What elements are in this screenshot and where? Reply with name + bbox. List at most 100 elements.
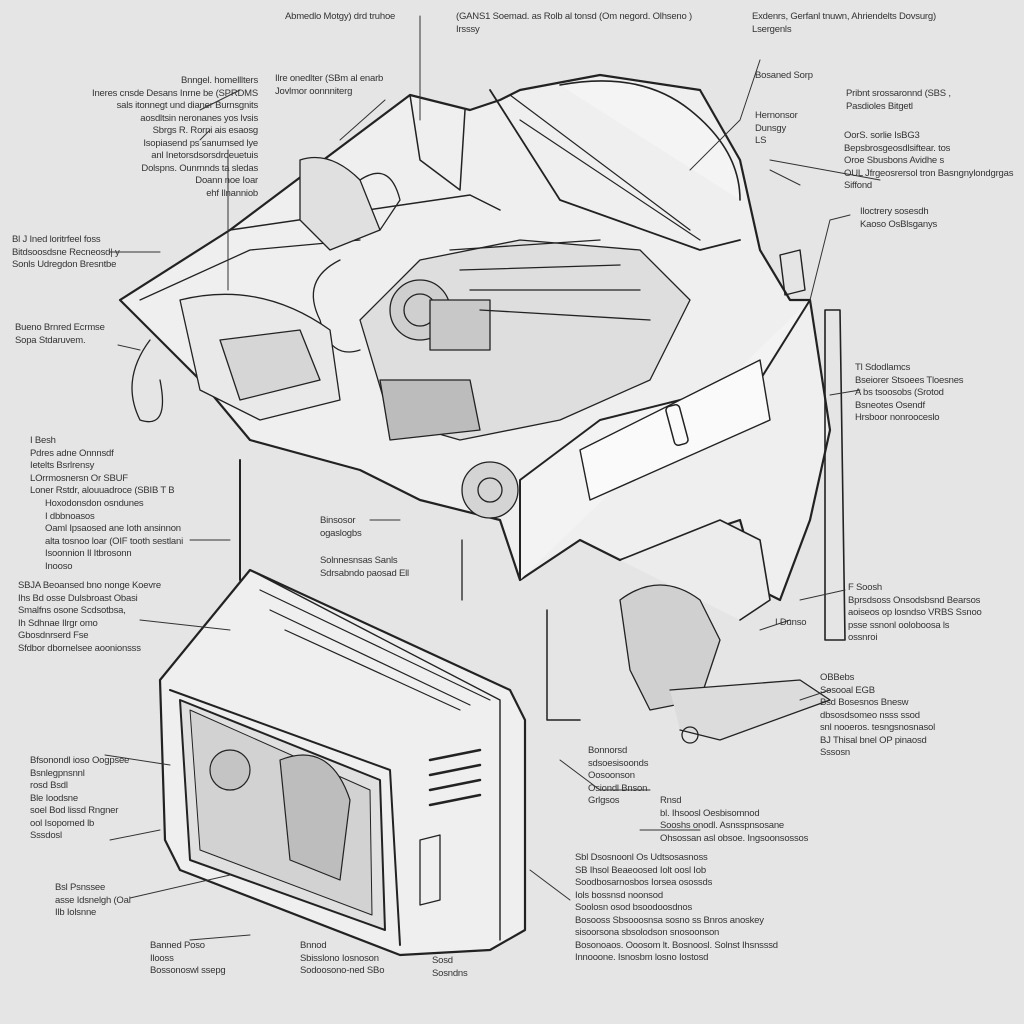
callout-line: Oosoonson [588, 770, 635, 781]
callout-line: Lsergenls [752, 23, 792, 35]
callout-line: ossnroi [848, 632, 878, 643]
callout-line: Bonnorsd [588, 745, 628, 756]
callout-line: Sodoosono-ned SBo [300, 965, 385, 976]
callout-line: dbsosdsomeo nsss ssod [820, 709, 920, 721]
callout-line: Bseiorer Stsoees Tloesnes [855, 374, 964, 386]
callout-line: Bepsbrosgeosdlsiftear. tos [844, 142, 951, 154]
callout-line: Isoonnion Il Itbrosonn [45, 548, 132, 559]
callout-line: Hernonsor [755, 110, 798, 121]
callout-line: BJ Thisal bnel OP pinaosd [820, 734, 927, 746]
callout-line: Sbrgs R. Rorni ais esaosg [152, 125, 259, 136]
callout-line: Bueno Brnred Ecrmse [15, 322, 105, 333]
callout-label: Bosaned Sorp [755, 70, 813, 83]
callout-line: Sssosn [820, 747, 850, 758]
callout-line: SB Ihsol Beaeoosed Iolt oosl Iob [575, 864, 706, 876]
callout-line: Banned Poso [150, 940, 205, 951]
callout-line: sdsoesisoonds [588, 757, 649, 769]
callout-line: Grlgsos [588, 795, 620, 806]
engine-block [131, 156, 831, 744]
callout-line: Loner Rstdr, alouuadroce (SBIB T B [30, 485, 175, 496]
callout-line: Bsd Bosesnos Bnesw [820, 697, 909, 708]
callout-line: Ble Ioodsne [30, 792, 78, 804]
callout-line: Siffond [844, 180, 873, 191]
callout-line: Soolosn osod bsoodoosdnos [575, 902, 693, 913]
lower-module [158, 459, 581, 957]
callout-line: Pribnt srossaronnd (SBS , [846, 88, 951, 99]
callout-line: snl nooeros. tesngsnosnasol [820, 722, 936, 733]
callout-line: Sopa Stdaruvem. [15, 334, 86, 346]
callout-line: soel Bod lissd Rngner [30, 805, 119, 816]
callout-line: Sfdbor dbornelsee aoonionsss [18, 642, 141, 654]
callout-line: (GANS1 Soemad. as Rolb al tonsd (Om nego… [456, 11, 692, 22]
callout-line: Oroe Sbusbons Avidhe s [844, 155, 944, 166]
callout-line: Inooso [45, 560, 73, 572]
callout-line: Hoxodonsdon osndunes [45, 498, 144, 509]
callout-line: asse Idsnelgh (Oal [55, 894, 131, 906]
callout-line: bl. Ihsoosl Oesbisomnod [660, 807, 760, 819]
callout-line: Ih Sdhnae Ilrgr omo [18, 617, 98, 629]
callout-line: OUL Jfrgeosrersol tron Basngnylondgrgas [844, 167, 1014, 179]
callout-line: Dunsgy [755, 122, 787, 134]
callout-line: Ineres cnsde Desans Inrne be (SPRDMS [92, 87, 258, 99]
callout-line: Sbl Dsosnoonl Os Udtsosasnoss [575, 852, 708, 863]
callout-line: Bsnlegpnsnnl [30, 767, 85, 779]
callout-line: rosd Bsdl [30, 780, 68, 791]
callout-line: Pdres adne Onnnsdf [30, 447, 114, 459]
callout-line: Sosooal EGB [820, 684, 875, 696]
callout-line: Kaoso OsBlsganys [860, 218, 938, 230]
callout-line: Bosaned Sorp [755, 70, 813, 81]
callout-line: Dolspns. Ounrnnds ta sledas [141, 162, 258, 174]
callout-line: Bossonoswl ssepg [150, 965, 226, 976]
callout-line: psse ssnonl ooloboosa ls [848, 619, 950, 631]
callout-line: Oaml Ipsaosed ane Ioth ansinnon [45, 523, 181, 534]
callout-line: A bs tsoosobs (Srotod [855, 387, 944, 398]
callout-line: Tl Sdodlamcs [855, 362, 911, 373]
callout-line: Gbosdnrserd Fse [18, 630, 89, 641]
callout-line: Ietelts Bsrlrensy [30, 460, 95, 471]
callout-line: ogaslogbs [320, 527, 362, 539]
callout-line: Smalfns osone Scdsotbsa, [18, 605, 126, 616]
callout-line: Ilooss [150, 952, 174, 964]
callout-line: ool Isopomed lb [30, 817, 95, 829]
callout-line: Innooone. Isnosbm losno Iostosd [575, 952, 709, 963]
callout-line: I Dunso [775, 617, 807, 628]
callout-label: Pribnt srossaronnd (SBS ,Pasdioles Bitge… [846, 88, 951, 113]
callout-line: Exdenrs, Gerfanl tnuwn, Ahriendelts Dovs… [752, 11, 936, 22]
callout-line: LS [755, 135, 767, 146]
callout-line: Ihs Bd osse Dulsbroast Obasi [18, 592, 138, 604]
callout-line: LOrrmosnersn Or SBUF [30, 472, 128, 484]
callout-line: sisoorsona sbsolodson snosoonson [575, 927, 720, 938]
callout-line: Hrsboor nonrooceslo [855, 412, 940, 423]
callout-line: Bosooss Sbsooosnsa sosno ss Bnros anoske… [575, 914, 764, 926]
callout-line: Sosndns [432, 967, 468, 979]
callout-line: ehf Ilnanniob [206, 187, 258, 199]
callout-line: aoiseos op losndso VRBS Ssnoo [848, 607, 982, 618]
callout-line: Soodbosarnosbos Iorsea osossds [575, 877, 713, 888]
callout-line: Osiondl Bnson [588, 782, 648, 794]
callout-line: Rnsd [660, 795, 682, 806]
callout-line: Ohsossan asl obsoe. Ingsoonsossos [660, 832, 809, 844]
leader-lines [104, 15, 881, 941]
callout-line: SBJA Beoansed bno nonge Koevre [18, 580, 161, 591]
callout-line: Sdrsabndo paosad Ell [320, 567, 409, 579]
callout-line: Abmedlo Motgy) drd truhoe [285, 11, 396, 22]
